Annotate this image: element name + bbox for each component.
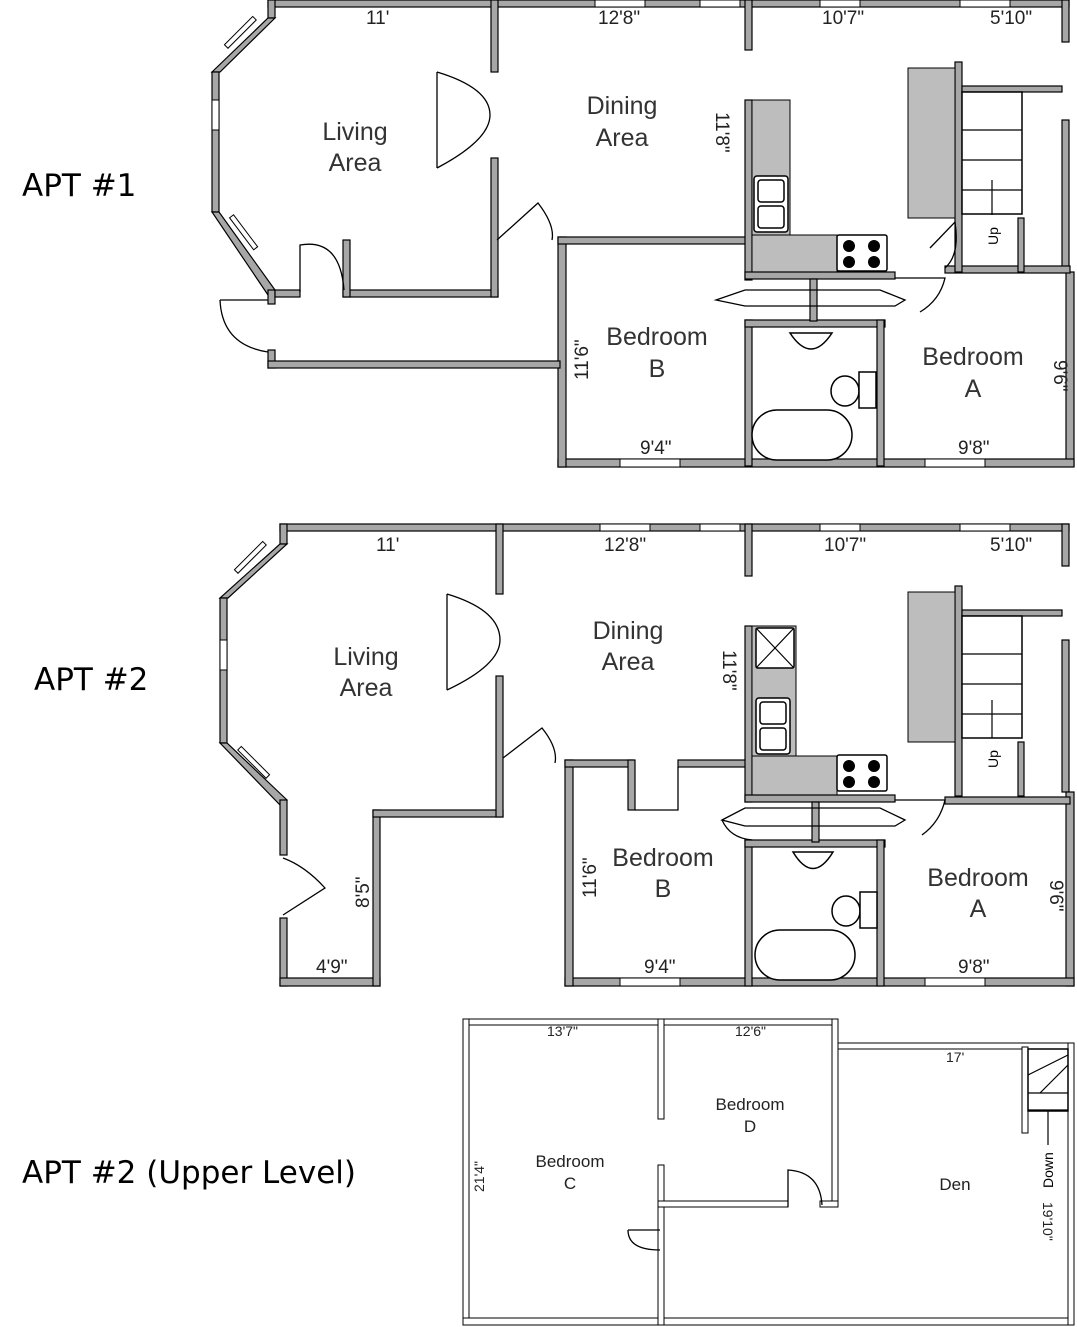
apt2-kitchen-width: 10'7": [824, 535, 866, 556]
apt2-title: APT #2: [34, 662, 148, 698]
apt1-living-label-1: Living: [322, 118, 387, 146]
apt1-room-labels: Living Area Dining Area Bedroom B Bedroo…: [322, 92, 1023, 403]
apt1-dining-label-2: Area: [596, 124, 649, 152]
apt2-doors: [282, 593, 946, 916]
upper-bedd-width: 12'6": [735, 1023, 766, 1039]
apt2-walls: [218, 523, 1075, 987]
upper-room-labels: Bedroom C Bedroom D Den: [536, 1095, 971, 1194]
upper-walls: [462, 1018, 1075, 1326]
apt1-bedb-width: 9'4": [640, 438, 672, 459]
apt2-fixtures: [754, 615, 1023, 981]
upper-bedc-width: 13'7": [547, 1023, 578, 1039]
apt2-dining-label-1: Dining: [593, 617, 664, 645]
upper-stairs-label: Down: [1040, 1152, 1056, 1188]
upper-bedd-label-1: Bedroom: [716, 1095, 785, 1114]
apt1-dining-width: 12'8": [598, 8, 640, 29]
apt2-upper-floor-plan: 13'7" 12'6" 17' 21'4" 19'10" Down Bedroo…: [22, 1018, 1075, 1326]
apt2-ext-width: 4'9": [316, 957, 348, 978]
apt1-stair-width: 5'10": [990, 8, 1032, 29]
apt2-bedb-height: 11'6": [580, 857, 601, 898]
apt1-living-width: 11': [366, 8, 389, 29]
apt1-walls: [210, 0, 1075, 468]
upper-bedd-label-2: D: [744, 1117, 756, 1136]
apt2-stair-width: 5'10": [990, 535, 1032, 556]
apt1-beda-height: 9'6": [1049, 360, 1070, 392]
apt2-bedb-label-2: B: [655, 875, 672, 903]
apt1-fixtures: [751, 91, 1023, 461]
apt2-beda-label-1: Bedroom: [927, 864, 1028, 892]
apt2-dimensions: 11' 12'8" 10'7" 5'10" 11'8" 11'6" 9'4" 9…: [316, 535, 1066, 978]
apt2-windows: [219, 523, 1011, 987]
apt1-beda-width: 9'8": [958, 438, 990, 459]
apt1-bedb-label-2: B: [649, 355, 666, 383]
apt1-bedb-height: 11'6": [572, 339, 593, 380]
apt2-upper-title: APT #2 (Upper Level): [22, 1155, 356, 1191]
apt2-dining-label-2: Area: [602, 648, 655, 676]
apt1-windows: [211, 0, 1011, 468]
apt2-bedb-width: 9'4": [644, 957, 676, 978]
upper-doors: [627, 1169, 823, 1251]
upper-dimensions: 13'7" 12'6" 17' 21'4" 19'10" Down: [471, 1023, 1056, 1241]
apt2-beda-width: 9'8": [958, 957, 990, 978]
upper-bedc-height: 21'4": [471, 1161, 487, 1192]
apt1-doors: [219, 71, 957, 353]
apt1-dining-height: 11'8": [711, 112, 732, 153]
upper-bedc-label-2: C: [564, 1174, 576, 1193]
apt1-living-label-2: Area: [329, 149, 382, 177]
upper-den-label: Den: [939, 1175, 970, 1194]
apt2-dining-height: 11'8": [718, 650, 739, 691]
apt1-stairs-label: Up: [985, 227, 1001, 245]
upper-stairs: [1027, 1048, 1069, 1145]
apt1-dining-label-1: Dining: [587, 92, 658, 120]
apt1-beda-label-1: Bedroom: [922, 343, 1023, 371]
apt2-floor-plan: 11' 12'8" 10'7" 5'10" 11'8" 11'6" 9'4" 9…: [34, 523, 1075, 987]
apt2-stairs-label: Up: [985, 750, 1001, 768]
apt1-kitchen-width: 10'7": [822, 8, 864, 29]
apt2-living-label-2: Area: [340, 674, 393, 702]
apt2-living-width: 11': [376, 535, 399, 556]
apt1-beda-label-2: A: [965, 375, 982, 403]
apt2-living-label-1: Living: [333, 643, 398, 671]
upper-bedc-label-1: Bedroom: [536, 1152, 605, 1171]
apt1-floor-plan: 11' 12'8" 10'7" 5'10" 11'8" 11'6" 9'4" 9…: [22, 0, 1075, 468]
apt2-room-labels: Living Area Dining Area Bedroom B Bedroo…: [333, 617, 1028, 923]
apt2-dining-width: 12'8": [604, 535, 646, 556]
upper-den-height: 19'10": [1040, 1202, 1056, 1241]
apt2-beda-height: 9'6": [1045, 880, 1066, 912]
apt2-ext-height: 8'5": [353, 876, 374, 908]
apt2-bedb-label-1: Bedroom: [612, 844, 713, 872]
apt1-bedb-label-1: Bedroom: [606, 323, 707, 351]
apt1-dimensions: 11' 12'8" 10'7" 5'10" 11'8" 11'6" 9'4" 9…: [366, 8, 1070, 459]
apt1-title: APT #1: [22, 168, 136, 204]
apt2-beda-label-2: A: [970, 895, 987, 923]
upper-den-width: 17': [946, 1049, 964, 1065]
